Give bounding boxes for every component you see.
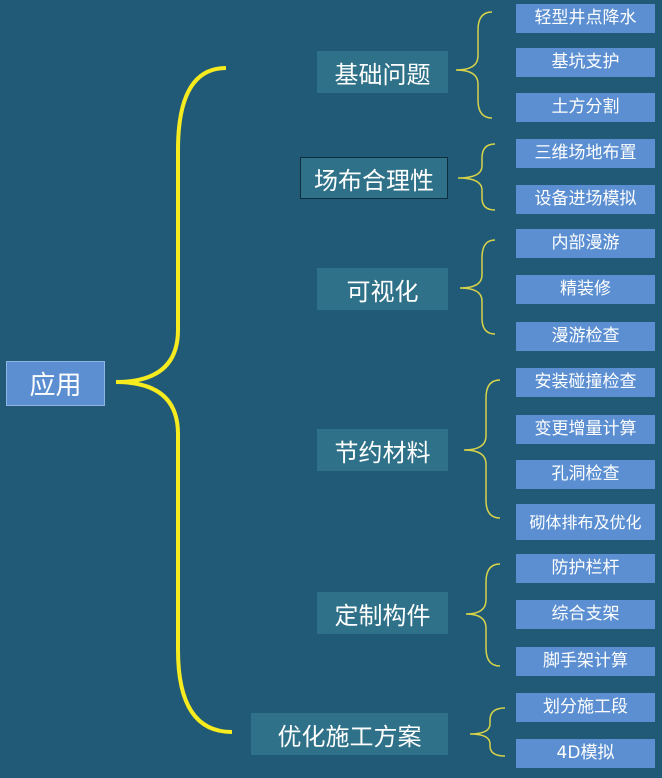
root-node: 应用 xyxy=(6,361,105,406)
branch-node-1: 基础问题 xyxy=(317,51,448,93)
leaf-node-6-1: 划分施工段 xyxy=(516,693,655,722)
leaf-node-4-1: 安装碰撞检查 xyxy=(516,368,655,397)
leaf-node-5-3: 脚手架计算 xyxy=(516,647,655,676)
leaf-node-4-3: 孔洞检查 xyxy=(516,460,655,489)
sub-bracket-6 xyxy=(469,707,506,757)
leaf-node-1-3: 土方分割 xyxy=(516,93,655,122)
sub-bracket-1 xyxy=(455,11,493,119)
branch-node-3: 可视化 xyxy=(317,268,448,310)
leaf-node-1-2: 基坑支护 xyxy=(516,48,655,77)
branch-node-5: 定制构件 xyxy=(317,592,448,634)
sub-bracket-2 xyxy=(457,143,496,211)
leaf-node-2-1: 三维场地布置 xyxy=(516,139,655,168)
leaf-node-6-2: 4D模拟 xyxy=(516,739,655,768)
leaf-node-5-2: 综合支架 xyxy=(516,600,655,629)
leaf-node-2-2: 设备进场模拟 xyxy=(516,185,655,214)
leaf-node-3-1: 内部漫游 xyxy=(516,229,655,258)
sub-bracket-4 xyxy=(463,379,501,519)
leaf-node-1-1: 轻型井点降水 xyxy=(516,4,655,33)
leaf-node-4-4: 砌体排布及优化 xyxy=(516,504,655,540)
branch-node-6: 优化施工方案 xyxy=(251,713,448,755)
branch-node-4: 节约材料 xyxy=(317,429,448,471)
leaf-node-3-2: 精装修 xyxy=(516,275,655,304)
sub-bracket-3 xyxy=(459,239,496,335)
leaf-node-5-1: 防护栏杆 xyxy=(516,554,655,583)
branch-node-2: 场布合理性 xyxy=(300,157,448,199)
leaf-node-3-3: 漫游检查 xyxy=(516,322,655,351)
main-bracket xyxy=(115,66,233,734)
sub-bracket-5 xyxy=(465,563,501,667)
leaf-node-4-2: 变更增量计算 xyxy=(516,415,655,444)
